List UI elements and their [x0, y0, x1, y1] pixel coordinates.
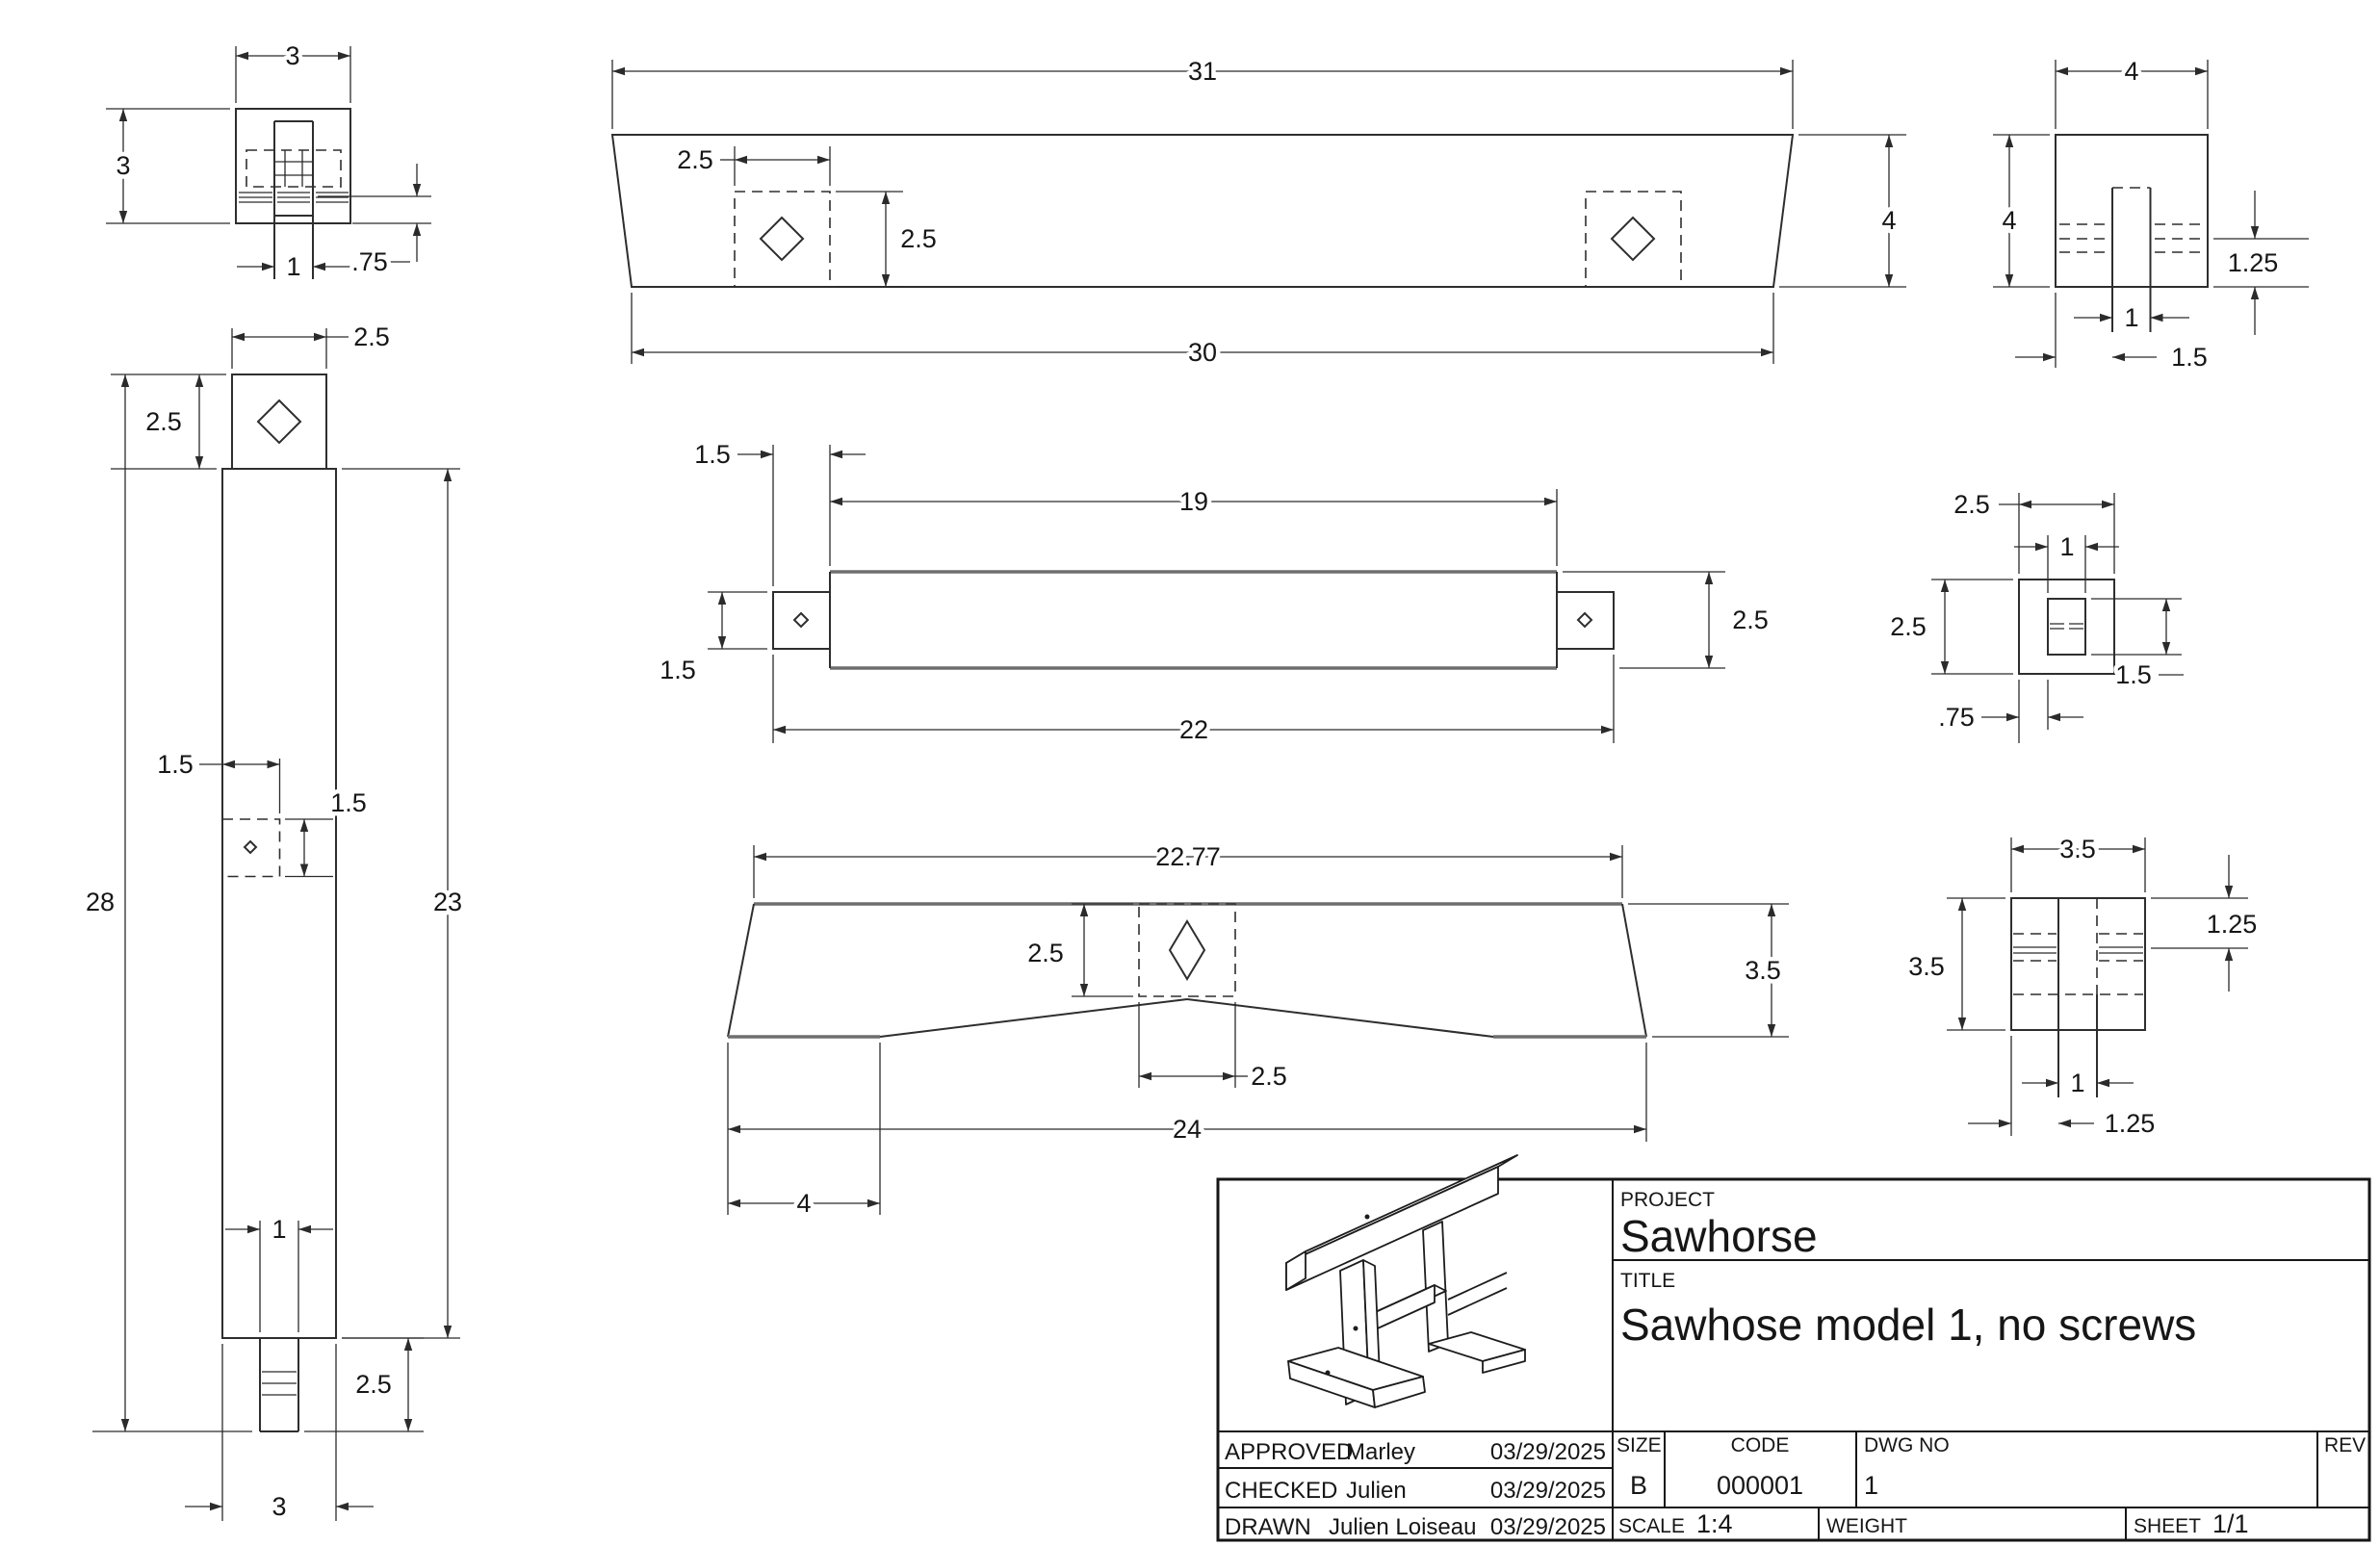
- scale-label: SCALE: [1618, 1515, 1685, 1537]
- drawn-label: DRAWN: [1225, 1514, 1311, 1540]
- dim-label: 1: [286, 252, 300, 281]
- view-foot-front: [727, 845, 1789, 1215]
- dim-label: 1.5: [157, 750, 194, 779]
- view-leg-top: [106, 46, 431, 279]
- dim-label: 1.5: [694, 440, 731, 469]
- dim-label: 1.5: [330, 788, 367, 817]
- dim-label: 4: [2124, 57, 2138, 86]
- dim-label: 3: [272, 1492, 286, 1521]
- dim-label: 1: [2070, 1069, 2084, 1097]
- dim-label: 2.5: [1027, 939, 1064, 967]
- sawhorse-isometric-icon: [1285, 1154, 1526, 1408]
- dim-label: 1.5: [660, 656, 696, 684]
- dim-label: 1.25: [2105, 1109, 2156, 1138]
- dim-label: 30: [1188, 338, 1217, 367]
- sheet-value: 1/1: [2212, 1509, 2249, 1538]
- dim-label: 4: [2002, 206, 2016, 235]
- dim-label: 1: [272, 1215, 286, 1244]
- small-diamond-marker: [243, 839, 258, 855]
- dim-label: 1.5: [2115, 660, 2152, 689]
- drawn-by: Julien Loiseau: [1329, 1514, 1476, 1540]
- dim-label: 3: [285, 41, 299, 70]
- view-foot-end: [1947, 837, 2248, 1136]
- view-side-rail-front: [708, 445, 1725, 743]
- dim-label: 2.5: [355, 1370, 392, 1399]
- small-diamond-marker: [792, 611, 810, 629]
- diamond-marker: [256, 399, 302, 445]
- small-diamond-marker: [1576, 611, 1593, 629]
- dim-label: 22.77: [1155, 842, 1221, 871]
- view-top-beam-front: [610, 60, 1906, 364]
- dim-label: 1.25: [2207, 910, 2258, 939]
- sheet-label: SHEET: [2134, 1515, 2201, 1537]
- diamond-marker: [1610, 216, 1656, 262]
- rev-label: REV: [2324, 1434, 2366, 1456]
- title-block: PROJECT Sawhorse TITLE Sawhose model 1, …: [1216, 1154, 2371, 1542]
- size-label: SIZE: [1617, 1434, 1662, 1456]
- dim-label: 3.5: [1908, 952, 1945, 981]
- checked-label: CHECKED: [1225, 1478, 1337, 1504]
- scale-value: 1:4: [1696, 1509, 1733, 1538]
- diamond-marker: [1168, 919, 1206, 981]
- dim-label: 28: [86, 888, 115, 916]
- checked-date: 03/29/2025: [1490, 1478, 1606, 1504]
- pilot-hole-dot: [1325, 1370, 1331, 1376]
- dim-label: 2.5: [145, 407, 182, 436]
- dim-label: 1: [2124, 303, 2138, 332]
- project-label: PROJECT: [1620, 1189, 1715, 1211]
- title-label: TITLE: [1620, 1270, 1675, 1292]
- dim-label: 2.5: [1890, 612, 1927, 641]
- code-label: CODE: [1731, 1434, 1790, 1456]
- drawn-date: 03/29/2025: [1490, 1514, 1606, 1540]
- dim-label: 2.5: [1953, 490, 1990, 519]
- dwg-no-value: 1: [1864, 1471, 1878, 1500]
- dim-label: 2.5: [900, 224, 937, 253]
- dim-label: 2.5: [1732, 606, 1769, 634]
- dim-label: 19: [1179, 487, 1208, 516]
- dim-label: 31: [1188, 57, 1217, 86]
- view-top-beam-end: [1993, 60, 2309, 368]
- code-value: 000001: [1717, 1471, 1803, 1500]
- dim-label: 3.5: [1745, 956, 1781, 985]
- approved-by: Marley: [1346, 1439, 1415, 1465]
- dim-label: .75: [351, 247, 388, 276]
- project-name: Sawhorse: [1620, 1211, 1818, 1261]
- approved-date: 03/29/2025: [1490, 1439, 1606, 1465]
- dim-label: 2.5: [677, 145, 713, 174]
- dim-label: 1.5: [2171, 343, 2208, 372]
- dim-label: 2.5: [353, 322, 390, 351]
- dim-label: 4: [796, 1189, 811, 1218]
- dim-label: 1: [2059, 532, 2074, 561]
- view-leg-front: [92, 328, 460, 1521]
- drawing-title: Sawhose model 1, no screws: [1620, 1300, 2196, 1350]
- checked-by: Julien: [1346, 1478, 1407, 1504]
- dim-label: 4: [1881, 206, 1896, 235]
- dim-label: 3.5: [2059, 835, 2096, 863]
- hidden-hatch-lines: [239, 192, 349, 203]
- dwg-no-label: DWG NO: [1864, 1434, 1950, 1456]
- view-side-rail-end: [1931, 493, 2184, 743]
- approved-label: APPROVED: [1225, 1439, 1353, 1465]
- dim-label: 24: [1173, 1115, 1202, 1144]
- size-value: B: [1630, 1471, 1647, 1500]
- dim-label: 1.25: [2228, 248, 2279, 277]
- dim-label: 22: [1179, 715, 1208, 744]
- diamond-marker: [759, 216, 805, 262]
- dim-label: 23: [433, 888, 462, 916]
- dim-label: 3: [116, 151, 130, 180]
- pilot-hole-dot: [1364, 1214, 1370, 1220]
- weight-label: WEIGHT: [1826, 1515, 1907, 1537]
- pilot-hole-dot: [1353, 1326, 1358, 1331]
- dim-label: .75: [1938, 703, 1975, 732]
- dim-label: 2.5: [1251, 1062, 1287, 1091]
- dimension-labels: 3 3 1 .75 2.5 2.5 28 23 1.5 1.5 1 2.5 3 …: [81, 38, 2282, 1526]
